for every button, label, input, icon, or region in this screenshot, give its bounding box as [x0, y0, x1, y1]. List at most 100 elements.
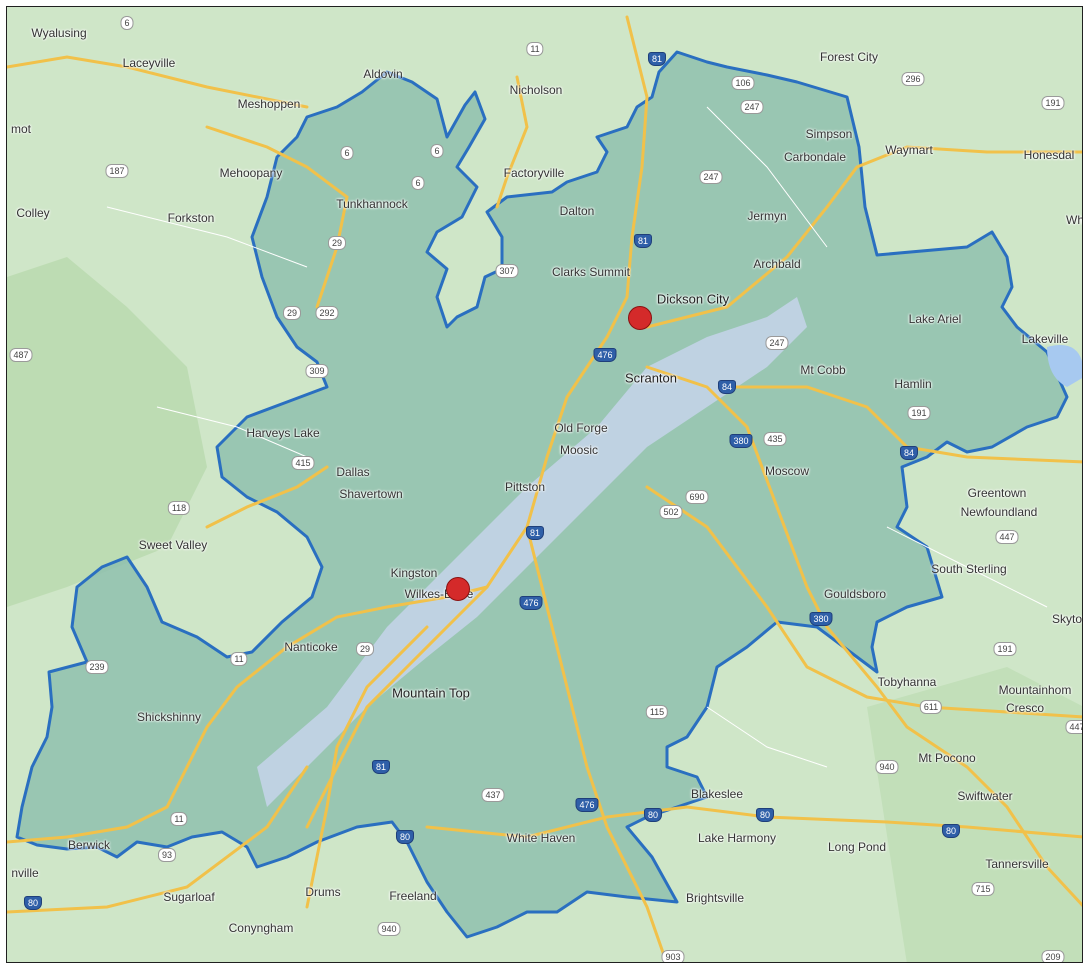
interstate-shield: 476	[519, 596, 543, 610]
route-shield: 6	[340, 146, 354, 160]
route-shield: 6	[430, 144, 444, 158]
place-label: Waymart	[885, 143, 933, 157]
map-frame[interactable]: Wyalusing Laceyville Meshoppen Aldovin N…	[6, 6, 1083, 963]
place-label: Moscow	[764, 464, 810, 478]
route-shield: 11	[230, 652, 248, 666]
place-label: Jermyn	[747, 209, 787, 223]
route-shield: 690	[685, 490, 709, 504]
place-label: Tobyhanna	[877, 675, 937, 689]
place-label: Lakeville	[1021, 332, 1069, 346]
map-canvas[interactable]	[7, 7, 1083, 963]
place-label: Swiftwater	[957, 789, 1013, 803]
route-shield: 447	[1065, 720, 1082, 734]
route-shield: 940	[377, 922, 401, 936]
place-label: Moosic	[559, 443, 599, 457]
place-label: South Sterling	[931, 562, 1007, 576]
location-marker-wilkes-barre[interactable]	[446, 577, 470, 601]
route-shield: 611	[919, 700, 943, 714]
interstate-shield: 81	[371, 760, 391, 774]
place-label: Wyalusing	[31, 26, 87, 40]
place-label: Tannersville	[985, 857, 1049, 871]
place-label: Cresco	[1005, 701, 1045, 715]
route-shield: 11	[526, 42, 544, 56]
place-label: Laceyville	[122, 56, 176, 70]
route-shield: 903	[661, 950, 685, 962]
route-shield: 29	[355, 642, 375, 656]
place-label: Hamlin	[894, 377, 932, 391]
route-shield: 106	[731, 76, 755, 90]
place-label: mot	[10, 122, 32, 136]
interstate-shield: 81	[525, 526, 545, 540]
route-shield: 435	[763, 432, 787, 446]
place-label: Shavertown	[339, 487, 403, 501]
place-label: Simpson	[805, 127, 853, 141]
interstate-shield: 80	[643, 808, 663, 822]
place-label: Newfoundland	[960, 505, 1038, 519]
place-label: Blakeslee	[690, 787, 744, 801]
highway-network	[7, 15, 1082, 962]
interstate-shield: 84	[899, 446, 919, 460]
place-label: Long Pond	[827, 840, 887, 854]
place-label: nville	[11, 866, 39, 880]
place-label: Dickson City	[656, 291, 730, 307]
place-label: Dalton	[559, 204, 595, 218]
place-label: Pittston	[504, 480, 546, 494]
route-shield: 6	[411, 176, 425, 190]
interstate-shield: 380	[809, 612, 833, 626]
place-label: Meshoppen	[237, 97, 301, 111]
route-shield: 715	[971, 882, 995, 896]
route-shield: 191	[993, 642, 1017, 656]
place-label: Freeland	[389, 889, 437, 903]
location-marker-dickson-city[interactable]	[628, 306, 652, 330]
place-label: Berwick	[67, 838, 111, 852]
route-shield: 296	[901, 72, 925, 86]
interstate-shield: 80	[395, 830, 415, 844]
route-shield: 191	[1041, 96, 1065, 110]
place-label: Dallas	[336, 465, 370, 479]
place-label: Shickshinny	[136, 710, 202, 724]
interstate-shield: 81	[633, 234, 653, 248]
route-shield: 940	[875, 760, 899, 774]
interstate-shield: 476	[575, 798, 599, 812]
place-label: Clarks Summit	[551, 265, 631, 279]
route-shield: 187	[105, 164, 129, 178]
place-label: Brightsville	[685, 891, 745, 905]
interstate-shield: 81	[647, 52, 667, 66]
place-label: Wh	[1066, 213, 1083, 227]
place-label: Sweet Valley	[138, 538, 208, 552]
route-shield: 11	[170, 812, 188, 826]
place-label: Lake Harmony	[697, 831, 777, 845]
route-shield: 415	[291, 456, 315, 470]
route-shield: 247	[740, 100, 764, 114]
place-label: Mt Cobb	[800, 363, 846, 377]
route-shield: 6	[120, 16, 134, 30]
place-label: Old Forge	[554, 421, 608, 435]
place-label: Sugarloaf	[163, 890, 215, 904]
place-label: Aldovin	[363, 67, 403, 81]
place-label: Scranton	[624, 370, 678, 386]
place-label: White Haven	[506, 831, 576, 845]
place-label: Drums	[305, 885, 341, 899]
interstate-shield: 476	[593, 348, 617, 362]
place-label: Archbald	[753, 257, 801, 271]
route-shield: 487	[9, 348, 33, 362]
route-shield: 247	[765, 336, 789, 350]
place-label: Mountain Top	[392, 685, 470, 701]
route-shield: 29	[327, 236, 347, 250]
route-shield: 191	[907, 406, 931, 420]
route-shield: 239	[85, 660, 109, 674]
route-shield: 447	[995, 530, 1019, 544]
interstate-shield: 80	[23, 896, 43, 910]
place-label: Nanticoke	[284, 640, 338, 654]
place-label: Carbondale	[783, 150, 847, 164]
place-label: Colley	[16, 206, 50, 220]
interstate-shield: 84	[717, 380, 737, 394]
place-label: Lake Ariel	[908, 312, 962, 326]
route-shield: 118	[167, 501, 191, 515]
place-label: Skyto	[1051, 612, 1083, 626]
interstate-shield: 80	[941, 824, 961, 838]
route-shield: 307	[495, 264, 519, 278]
minor-roads	[106, 106, 1048, 768]
route-shield: 29	[282, 306, 302, 320]
route-shield: 309	[305, 364, 329, 378]
